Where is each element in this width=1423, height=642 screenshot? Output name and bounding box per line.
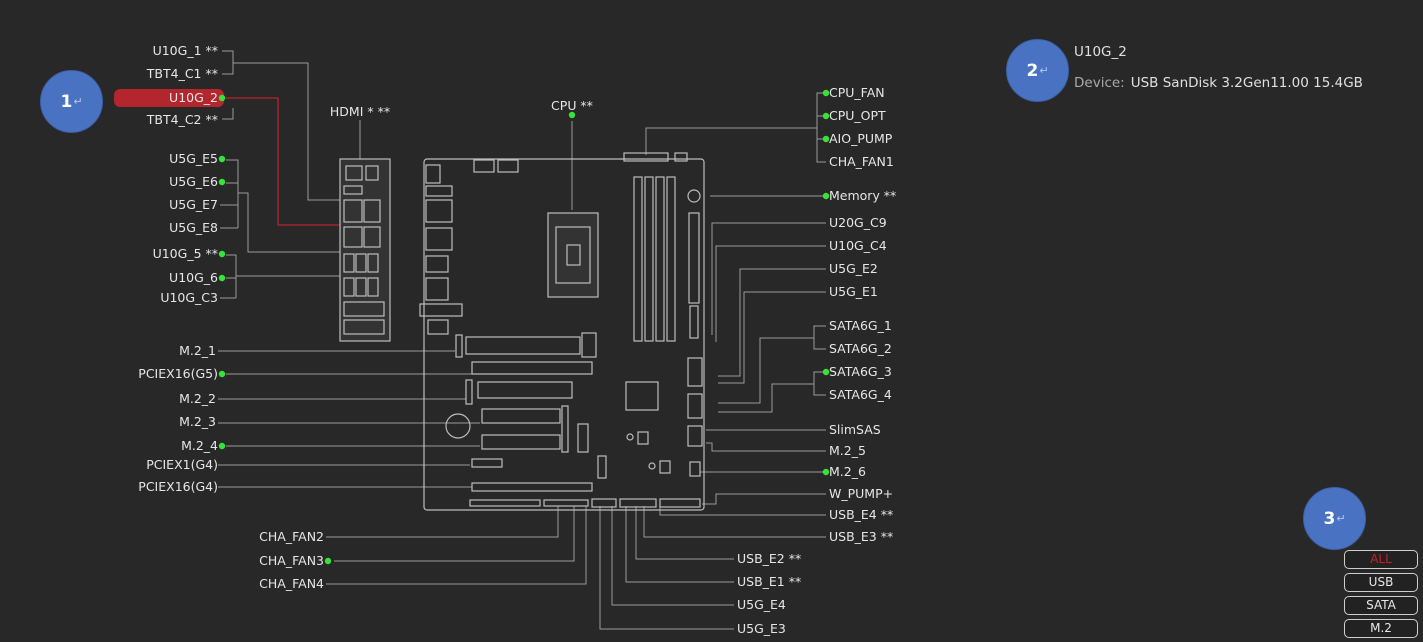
port-label-cpuopt[interactable]: CPU_OPT: [829, 108, 886, 123]
active-dot-u10g2: [218, 94, 226, 102]
port-label-sata4[interactable]: SATA6G_4: [829, 387, 892, 402]
active-dot-sata3: [822, 368, 830, 376]
port-label-u5ge3[interactable]: U5G_E3: [737, 621, 786, 636]
selected-u10g2-line: [226, 97, 343, 226]
marker-number: 1: [60, 91, 73, 112]
port-label-usbe4[interactable]: USB_E4 **: [829, 507, 893, 522]
active-dot-u10g6: [218, 274, 226, 282]
port-label-usbe3[interactable]: USB_E3 **: [829, 529, 893, 544]
port-label-u5ge8[interactable]: U5G_E8: [169, 220, 218, 235]
port-label-m26[interactable]: M.2_6: [829, 464, 866, 479]
active-dot-m24: [218, 442, 226, 450]
annotation-marker-1: 1↵: [40, 70, 103, 133]
annotation-marker-3: 3↵: [1303, 487, 1366, 550]
port-label-pciex16g4[interactable]: PCIEX16(G4): [138, 479, 218, 494]
port-label-slimsas[interactable]: SlimSAS: [829, 422, 881, 437]
connector-lines: [218, 50, 826, 630]
port-label-sata1[interactable]: SATA6G_1: [829, 318, 892, 333]
info-device-value: USB SanDisk 3.2Gen11.00 15.4GB: [1130, 75, 1363, 91]
port-label-u10g2[interactable]: U10G_2: [169, 90, 218, 105]
active-dot-cpuopt: [822, 112, 830, 120]
port-label-sata2[interactable]: SATA6G_2: [829, 341, 892, 356]
active-dot-cpufan: [822, 89, 830, 97]
port-label-memory[interactable]: Memory **: [829, 188, 896, 203]
selected-port-highlight: [114, 89, 224, 107]
port-label-sata3[interactable]: SATA6G_3: [829, 364, 892, 379]
port-label-usbe1[interactable]: USB_E1 **: [737, 574, 801, 589]
port-label-u10g5[interactable]: U10G_5 **: [153, 246, 218, 261]
active-dot-u5ge6: [218, 178, 226, 186]
return-glyph-icon: ↵: [73, 95, 83, 108]
port-label-tbt4c2[interactable]: TBT4_C2 **: [146, 112, 218, 127]
port-label-u5ge5[interactable]: U5G_E5: [169, 151, 218, 166]
active-dot-cpu: [568, 111, 576, 119]
port-label-hdmi[interactable]: HDMI * **: [330, 104, 390, 119]
active-dot-aiopump: [822, 135, 830, 143]
port-label-aiopump[interactable]: AIO_PUMP: [829, 131, 893, 146]
port-label-usbe2[interactable]: USB_E2 **: [737, 551, 801, 566]
port-label-chafan3[interactable]: CHA_FAN3: [259, 553, 324, 568]
port-label-u10gc4[interactable]: U10G_C4: [829, 238, 887, 253]
motherboard-outline: [339, 152, 705, 511]
marker-number: 2: [1026, 60, 1039, 81]
filter-button-group: ALL USB SATA M.2: [1344, 550, 1418, 642]
port-label-chafan1[interactable]: CHA_FAN1: [829, 154, 894, 169]
return-glyph-icon: ↵: [1336, 512, 1346, 525]
return-glyph-icon: ↵: [1039, 64, 1049, 77]
active-dot-m26: [822, 468, 830, 476]
port-label-u10g1[interactable]: U10G_1 **: [153, 43, 218, 58]
port-label-pciex1g4[interactable]: PCIEX1(G4): [146, 457, 218, 472]
active-dot-chafan3: [324, 557, 332, 565]
port-label-tbt4c1[interactable]: TBT4_C1 **: [146, 66, 218, 81]
filter-sata-button[interactable]: SATA: [1344, 596, 1418, 615]
info-device-row: Device: USB SanDisk 3.2Gen11.00 15.4GB: [1074, 75, 1363, 91]
port-label-chafan4[interactable]: CHA_FAN4: [259, 576, 324, 591]
port-label-u10g6[interactable]: U10G_6: [169, 270, 218, 285]
annotation-marker-2: 2↵: [1006, 39, 1069, 102]
port-label-u5ge1[interactable]: U5G_E1: [829, 284, 878, 299]
port-label-cpu[interactable]: CPU **: [551, 98, 593, 113]
port-label-u20gc9[interactable]: U20G_C9: [829, 215, 887, 230]
filter-m2-button[interactable]: M.2: [1344, 619, 1418, 638]
port-label-m23[interactable]: M.2_3: [179, 414, 216, 429]
port-label-u5ge2[interactable]: U5G_E2: [829, 261, 878, 276]
filter-usb-button[interactable]: USB: [1344, 573, 1418, 592]
active-dot-pciex16g5: [218, 370, 226, 378]
port-label-m24[interactable]: M.2_4: [181, 438, 218, 453]
port-label-m22[interactable]: M.2_2: [179, 391, 216, 406]
active-dot-memory: [822, 192, 830, 200]
port-label-chafan2[interactable]: CHA_FAN2: [259, 529, 324, 544]
port-label-m25[interactable]: M.2_5: [829, 443, 866, 458]
filter-all-button[interactable]: ALL: [1344, 550, 1418, 569]
port-label-u5ge4[interactable]: U5G_E4: [737, 597, 786, 612]
active-dot-u5ge5: [218, 155, 226, 163]
port-label-m21[interactable]: M.2_1: [179, 343, 216, 358]
marker-number: 3: [1323, 508, 1336, 529]
top-port-labels: HDMI * ** CPU **: [330, 98, 593, 119]
port-label-pciex16g5[interactable]: PCIEX16(G5): [138, 366, 218, 381]
port-label-cpufan[interactable]: CPU_FAN: [829, 85, 885, 100]
port-label-u5ge6[interactable]: U5G_E6: [169, 174, 218, 189]
port-label-u5ge7[interactable]: U5G_E7: [169, 197, 218, 212]
info-port-title: U10G_2: [1074, 44, 1127, 60]
active-dot-u10g5: [218, 250, 226, 258]
port-label-u10gc3[interactable]: U10G_C3: [160, 290, 218, 305]
port-label-wpump[interactable]: W_PUMP+: [829, 486, 893, 501]
info-device-key: Device:: [1074, 75, 1125, 91]
